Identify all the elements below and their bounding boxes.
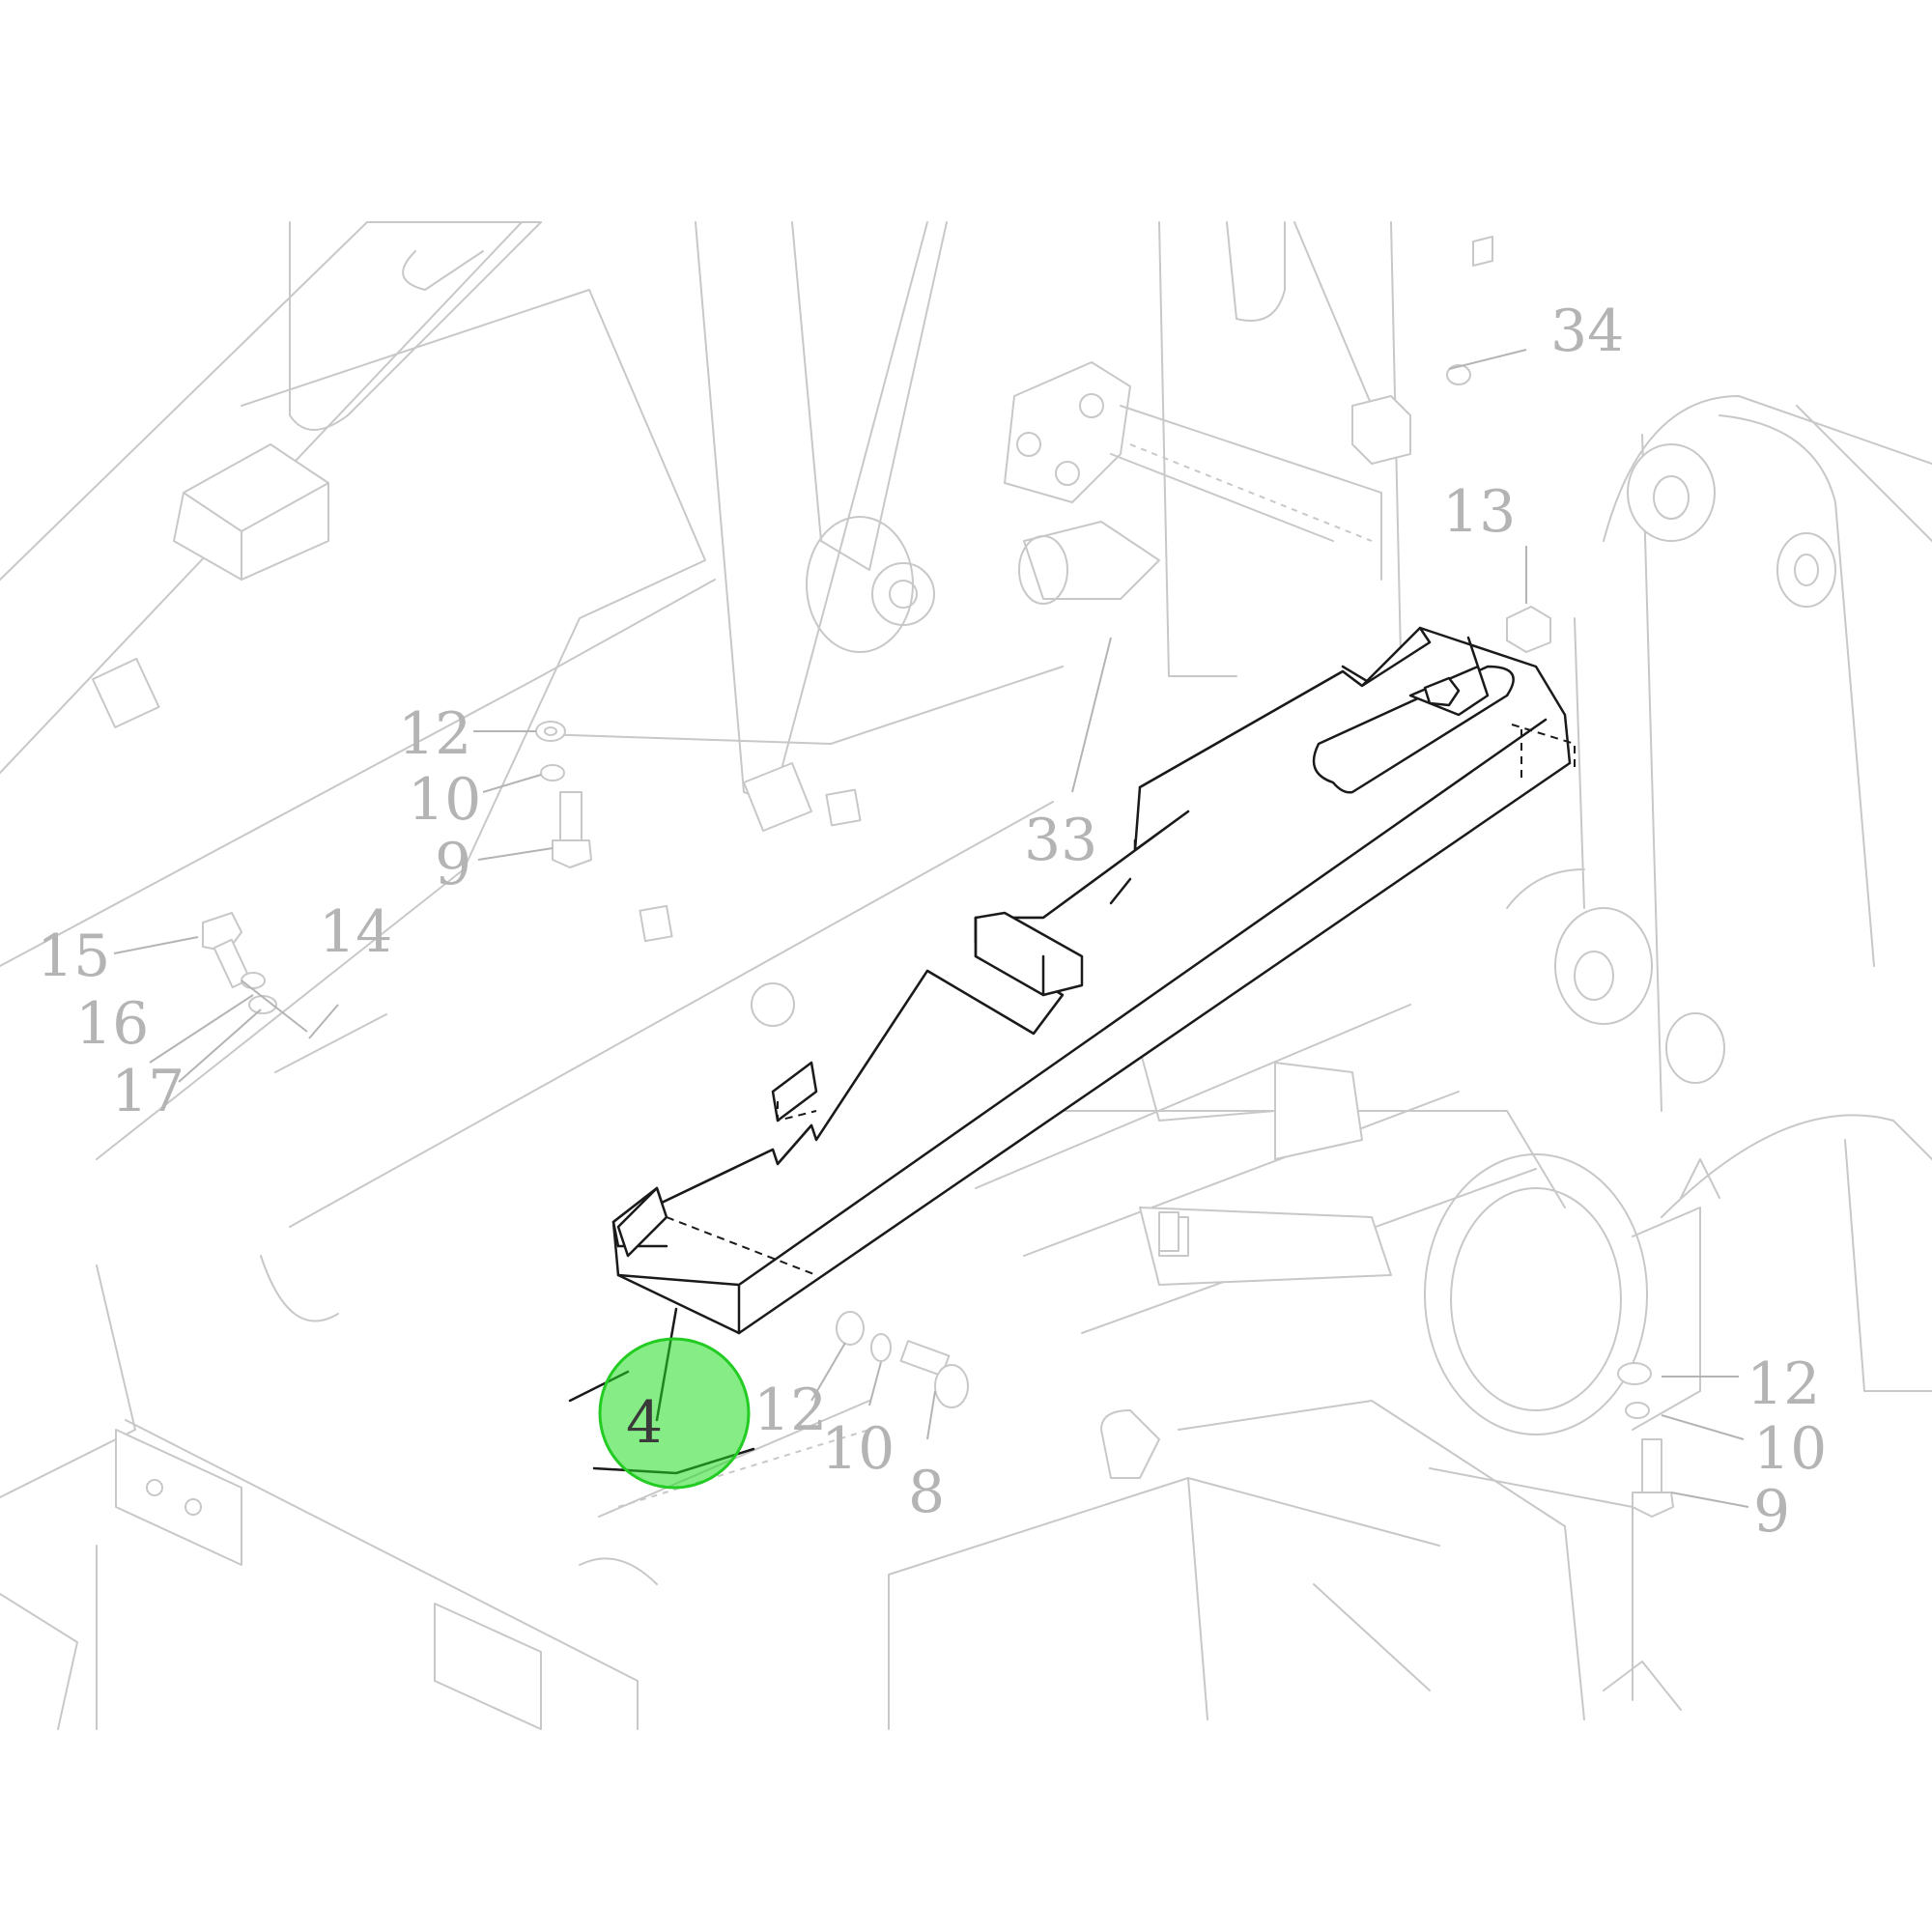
background-assembly (0, 221, 1932, 1730)
bolt-15-icon (202, 912, 251, 989)
bolt-9c-icon (1632, 1438, 1674, 1518)
callout-16[interactable]: 16 (75, 990, 149, 1058)
highlight-circle[interactable] (598, 1337, 751, 1490)
bolt-9a-icon (552, 791, 592, 868)
callout-10[interactable]: 10 (821, 1415, 895, 1483)
callout-34[interactable]: 34 (1550, 298, 1624, 365)
callout-9[interactable]: 9 (1753, 1478, 1790, 1546)
callout-15[interactable]: 15 (37, 923, 110, 990)
nut-13-icon (1506, 606, 1551, 653)
callout-labels: 34 13 12 10 9 33 15 14 16 17 4 12 10 8 1… (37, 298, 1827, 1546)
lockwasher-10c-icon (1625, 1402, 1650, 1419)
washer-12b-icon (836, 1311, 865, 1346)
callout-12[interactable]: 12 (753, 1377, 827, 1444)
callout-4[interactable]: 4 (626, 1389, 663, 1457)
plug-34-icon (1446, 364, 1471, 385)
callout-8[interactable]: 8 (908, 1459, 945, 1526)
lockwasher-10b-icon (870, 1333, 892, 1362)
callout-12[interactable]: 12 (398, 700, 471, 768)
callout-33[interactable]: 33 (1024, 807, 1097, 874)
callout-9[interactable]: 9 (435, 831, 471, 898)
callout-10[interactable]: 10 (1753, 1415, 1827, 1483)
lockwasher-16-icon (241, 972, 266, 989)
bolt-8-icon (899, 1340, 969, 1408)
callout-12[interactable]: 12 (1747, 1350, 1820, 1418)
washer-12c-icon (1617, 1362, 1652, 1385)
washer-12a-icon (535, 721, 566, 742)
callout-14[interactable]: 14 (319, 898, 392, 966)
lockwasher-10a-icon (540, 764, 565, 781)
callout-17[interactable]: 17 (111, 1058, 185, 1125)
hardware (202, 236, 1674, 1518)
part-4-frame-member[interactable] (611, 626, 1576, 1335)
callout-13[interactable]: 13 (1442, 478, 1516, 546)
callout-10[interactable]: 10 (408, 766, 481, 834)
shim-14-icon (274, 1013, 387, 1073)
